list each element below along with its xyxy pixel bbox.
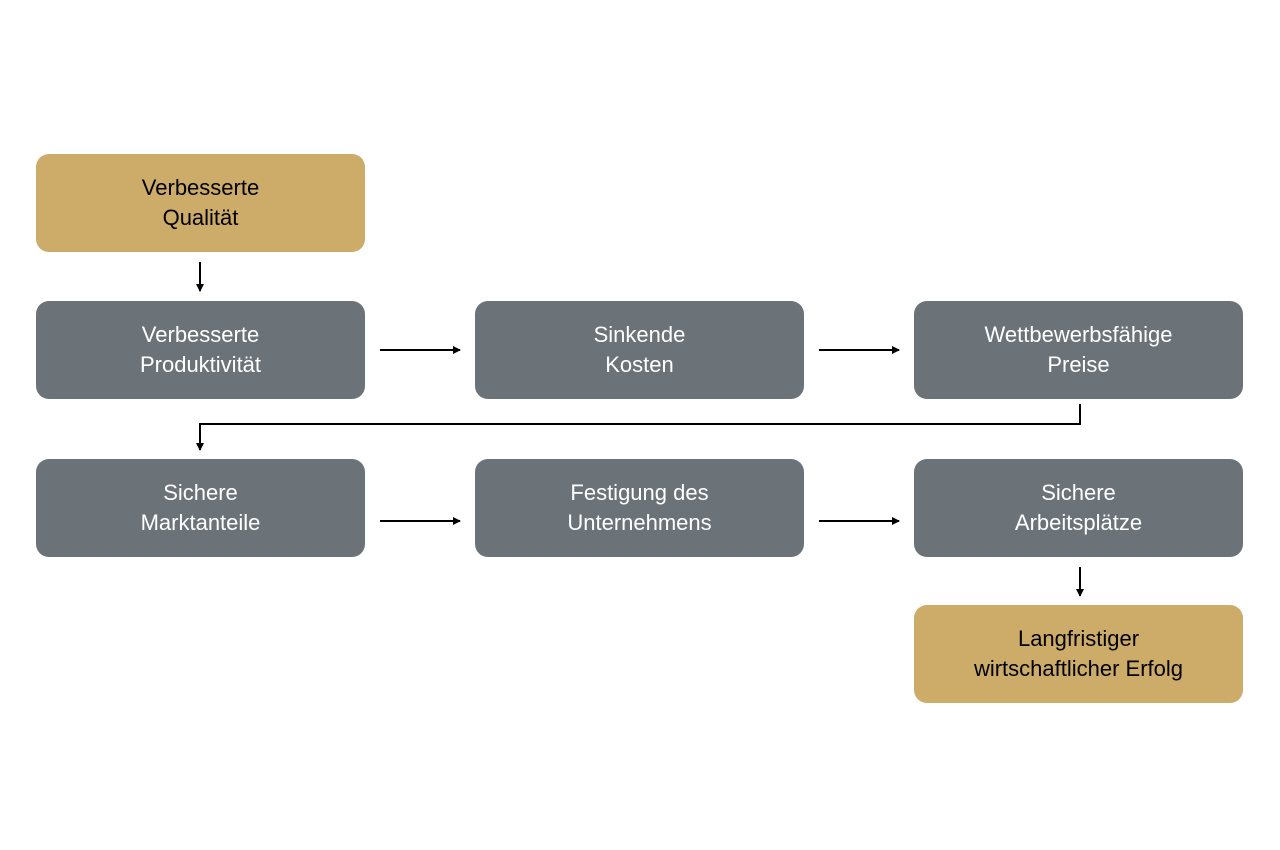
node-label: Langfristiger wirtschaftlicher Erfolg bbox=[973, 626, 1184, 681]
node-label: Verbesserte Qualität bbox=[141, 175, 260, 230]
node-label: Verbesserte Produktivität bbox=[139, 322, 262, 377]
node-falling-costs: Sinkende Kosten bbox=[475, 301, 804, 399]
node-improved-quality: Verbesserte Qualität bbox=[36, 154, 365, 252]
node-label: Sinkende Kosten bbox=[593, 322, 686, 377]
node-secure-jobs: Sichere Arbeitsplätze bbox=[914, 459, 1243, 557]
node-competitive-prices: Wettbewerbsfähige Preise bbox=[914, 301, 1243, 399]
node-company-consolidation: Festigung des Unternehmens bbox=[475, 459, 804, 557]
node-label: Wettbewerbsfähige Preise bbox=[984, 322, 1173, 377]
node-label: Festigung des Unternehmens bbox=[567, 480, 712, 535]
node-improved-productivity: Verbesserte Produktivität bbox=[36, 301, 365, 399]
node-label: Sichere Marktanteile bbox=[140, 480, 261, 535]
arrow-prices-to-market-share bbox=[196, 404, 1081, 451]
node-secure-market-share: Sichere Marktanteile bbox=[36, 459, 365, 557]
node-long-term-success: Langfristiger wirtschaftlicher Erfolg bbox=[914, 605, 1243, 703]
node-label: Sichere Arbeitsplätze bbox=[1014, 480, 1143, 535]
